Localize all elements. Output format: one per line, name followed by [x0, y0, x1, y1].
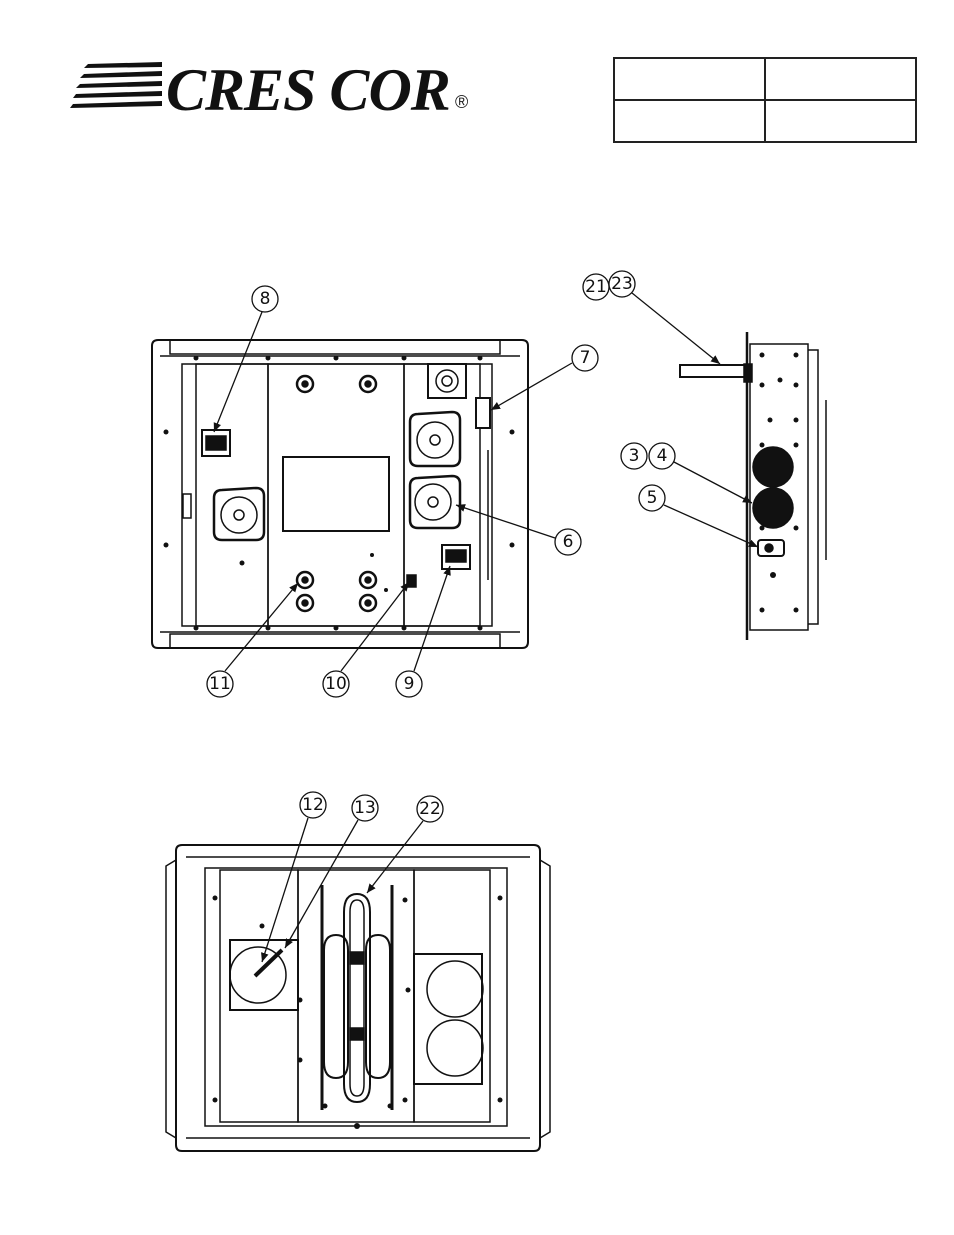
- callout-21: 21: [583, 274, 609, 300]
- svg-text:6: 6: [563, 532, 574, 552]
- callout-23: 23: [609, 271, 720, 364]
- svg-text:4: 4: [657, 446, 668, 466]
- svg-text:13: 13: [354, 798, 376, 818]
- svg-text:23: 23: [611, 274, 633, 294]
- svg-text:3: 3: [629, 446, 640, 466]
- svg-text:8: 8: [260, 289, 271, 309]
- front-view-callouts: 8 7 6 11 10 9: [207, 286, 598, 697]
- callout-7: 7: [491, 345, 598, 410]
- bottom-view-drawing: [166, 845, 550, 1151]
- front-view-drawing: [152, 340, 528, 648]
- side-view-callouts: 21 23 3 4 5: [583, 271, 758, 547]
- callout-3: 3: [621, 443, 647, 469]
- svg-text:11: 11: [209, 674, 231, 694]
- bottom-view-callouts: 12 13 22: [262, 792, 443, 962]
- svg-text:22: 22: [419, 799, 441, 819]
- svg-text:21: 21: [585, 277, 607, 297]
- svg-text:10: 10: [325, 674, 347, 694]
- callout-5: 5: [639, 485, 758, 547]
- svg-text:12: 12: [302, 795, 324, 815]
- svg-text:9: 9: [404, 674, 415, 694]
- svg-text:5: 5: [647, 488, 658, 508]
- side-view-drawing: [680, 332, 826, 640]
- svg-text:7: 7: [580, 348, 591, 368]
- callout-11: 11: [207, 583, 298, 697]
- bottom-view-rivets: [213, 896, 503, 1130]
- callout-6: 6: [456, 505, 581, 555]
- callout-12: 12: [262, 792, 326, 962]
